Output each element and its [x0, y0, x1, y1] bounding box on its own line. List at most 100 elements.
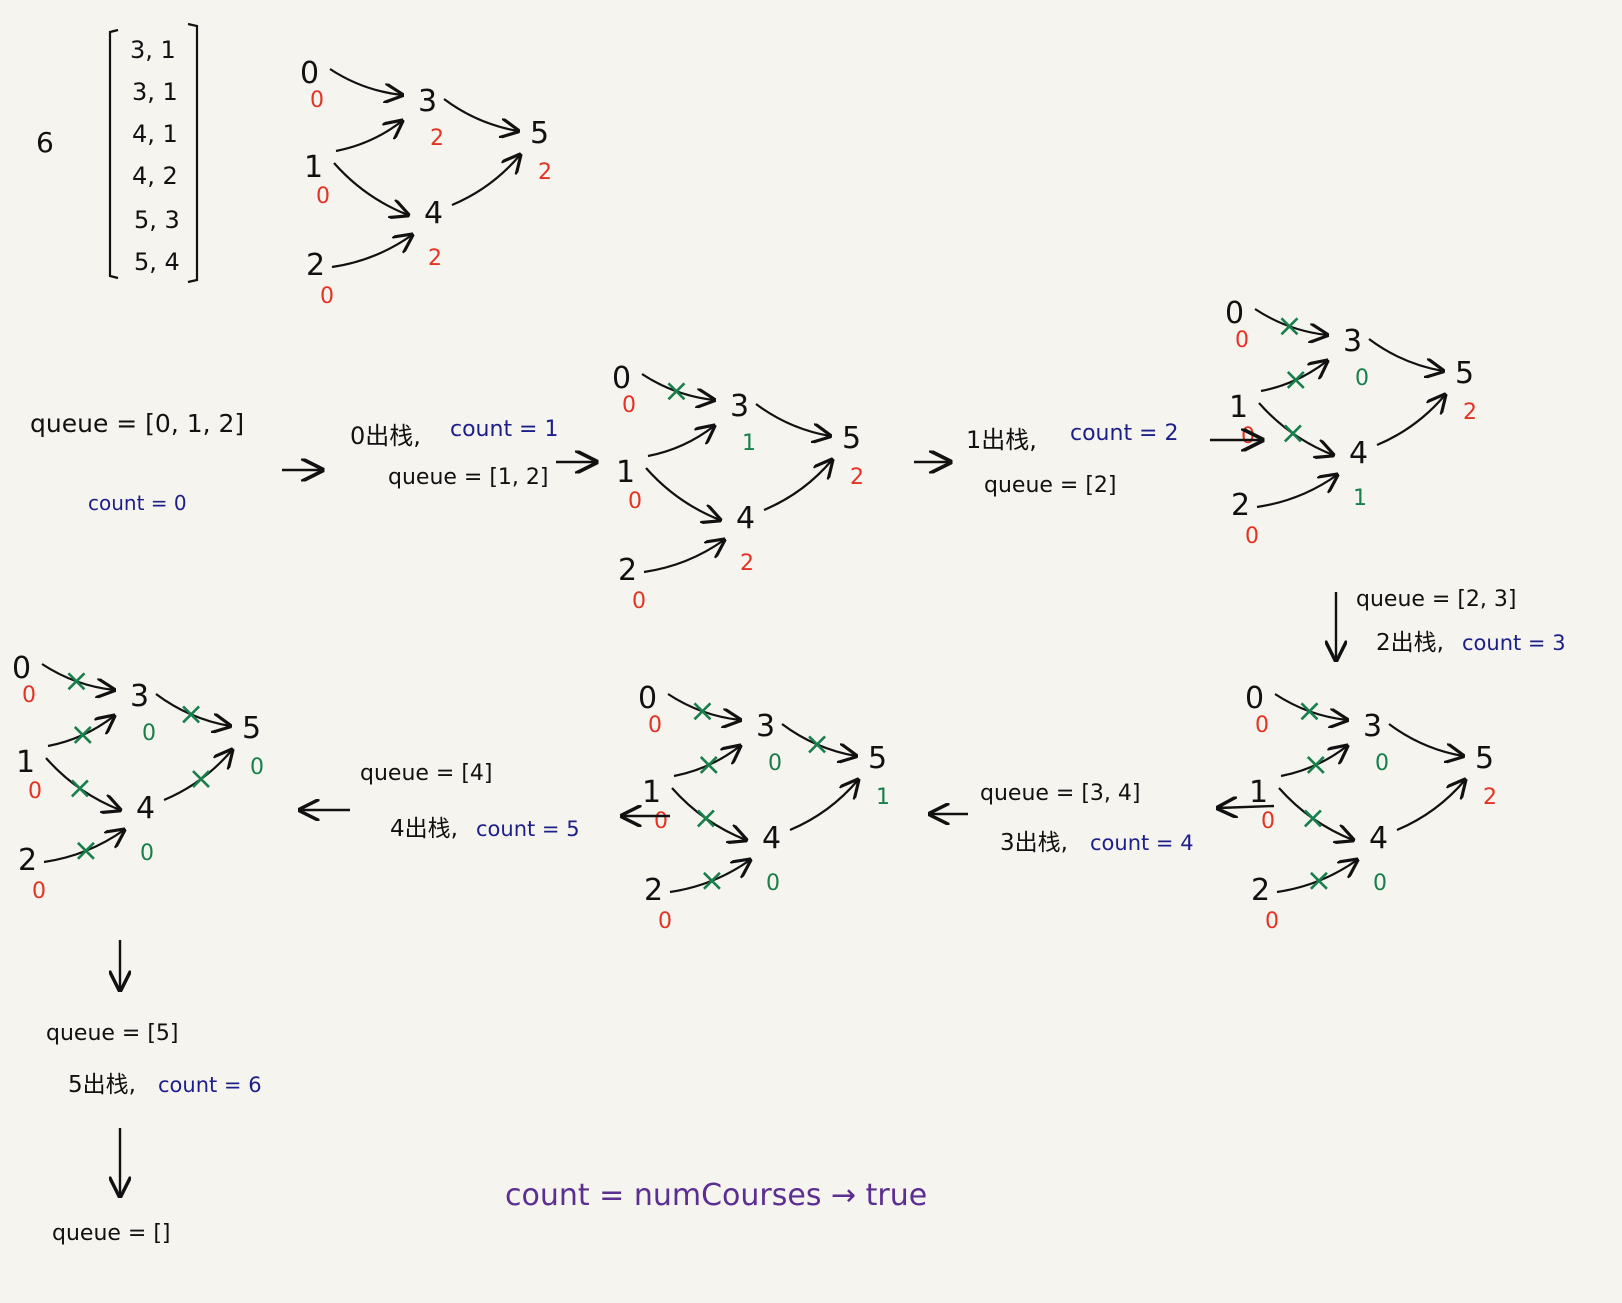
step-4: queue = [3, 4] 3出栈, count = 4 [980, 781, 1194, 856]
node-2: 2 [1251, 873, 1270, 908]
edge-1-to-4 [645, 467, 720, 520]
edge-3-to-5 [443, 98, 518, 131]
edge-0-to-3 [641, 373, 714, 400]
count-text: count = 3 [1462, 631, 1566, 655]
indegree-2: 0 [1265, 909, 1279, 934]
indegree-2: 0 [320, 284, 334, 309]
removed-edge-mark [699, 756, 718, 774]
node-0: 0 [1245, 681, 1264, 716]
node-4: 4 [136, 791, 155, 826]
indegree-5: 1 [876, 785, 890, 810]
indegree-3: 0 [1355, 366, 1369, 391]
node-3: 3 [1363, 709, 1382, 744]
matrix-row: 5, 4 [134, 248, 180, 276]
prerequisites-matrix: 3, 1 3, 1 4, 1 4, 2 5, 3 5, 4 [108, 22, 199, 284]
pop-text: 5出栈, [68, 1072, 136, 1098]
node-1: 1 [616, 455, 635, 490]
matrix-row: 4, 2 [132, 162, 178, 190]
queue-text: queue = [2, 3] [1356, 587, 1517, 612]
edge-1-to-3 [335, 121, 402, 153]
removed-edge-mark [693, 702, 712, 721]
pop-text: 3出栈, [1000, 830, 1068, 856]
edge-0-to-3 [667, 693, 740, 720]
pop-text: 0出栈, [350, 422, 421, 450]
node-1: 1 [1249, 775, 1268, 810]
indegree-5: 2 [850, 465, 864, 490]
indegree-3: 0 [768, 751, 782, 776]
queue-text: queue = [2] [984, 473, 1117, 498]
node-2: 2 [1231, 488, 1250, 523]
node-0: 0 [612, 361, 631, 396]
matrix-row: 4, 1 [132, 120, 178, 148]
node-4: 4 [762, 821, 781, 856]
indegree-0: 0 [648, 713, 662, 738]
removed-edge-mark [192, 770, 210, 788]
indegree-3: 2 [430, 126, 444, 151]
indegree-2: 0 [32, 879, 46, 904]
queue-text: queue = [1, 2] [388, 465, 549, 490]
node-4: 4 [1369, 821, 1388, 856]
queue-text: queue = [3, 4] [980, 781, 1141, 806]
indegree-4: 0 [1373, 871, 1387, 896]
edge-3-to-5 [1388, 723, 1463, 756]
removed-edge-mark [667, 382, 686, 401]
indegree-1: 0 [1261, 809, 1275, 834]
node-1: 1 [304, 150, 323, 185]
indegree-3: 0 [1375, 751, 1389, 776]
step-2: 1出栈, count = 2 queue = [2] [966, 421, 1179, 498]
edge-0-to-3 [329, 68, 402, 95]
node-3: 3 [418, 84, 437, 119]
indegree-1: 0 [1241, 424, 1255, 449]
count-text: count = 2 [1070, 421, 1179, 446]
node-5: 5 [842, 421, 861, 456]
node-0: 0 [638, 681, 657, 716]
indegree-3: 1 [742, 431, 756, 456]
removed-edge-mark [73, 726, 92, 744]
removed-edge-mark [1300, 702, 1319, 721]
edge-4-to-5 [763, 460, 832, 512]
indegree-2: 0 [632, 589, 646, 614]
removed-edge-mark [703, 871, 721, 890]
node-4: 4 [424, 196, 443, 231]
node-3: 3 [1343, 324, 1362, 359]
indegree-0: 0 [1255, 713, 1269, 738]
edge-0-to-3 [1274, 693, 1347, 720]
indegree-5: 0 [250, 755, 264, 780]
indegree-0: 0 [1235, 328, 1249, 353]
edge-2-to-4 [1276, 860, 1357, 894]
indegree-1: 0 [654, 809, 668, 834]
count-text: count = 6 [158, 1073, 262, 1097]
node-0: 0 [12, 651, 31, 686]
matrix-row: 3, 1 [132, 78, 178, 106]
pop-text: 2出栈, [1376, 630, 1444, 656]
indegree-4: 1 [1353, 486, 1367, 511]
indegree-4: 2 [428, 246, 442, 271]
indegree-4: 0 [766, 871, 780, 896]
removed-edge-mark [1280, 317, 1299, 336]
edge-1-to-3 [673, 746, 740, 778]
node-4: 4 [736, 501, 755, 536]
node-5: 5 [1475, 741, 1494, 776]
node-3: 3 [130, 679, 149, 714]
removed-edge-mark [1286, 371, 1305, 389]
indegree-0: 0 [310, 88, 324, 113]
final-queue-text: queue = [] [52, 1221, 171, 1246]
removed-edge-mark [696, 809, 715, 828]
node-4: 4 [1349, 436, 1368, 471]
indegree-1: 0 [628, 489, 642, 514]
conclusion-text: count = numCourses → true [505, 1178, 927, 1213]
indegree-2: 0 [1245, 524, 1259, 549]
pop-text: 4出栈, [390, 816, 458, 842]
step-3: queue = [2, 3] 2出栈, count = 3 [1356, 587, 1566, 656]
edge-2-to-4 [1256, 475, 1337, 509]
matrix-row: 5, 3 [134, 206, 180, 234]
node-3: 3 [730, 389, 749, 424]
node-2: 2 [306, 248, 325, 283]
removed-edge-mark [77, 841, 95, 860]
step-6: queue = [5] 5出栈, count = 6 [46, 1021, 262, 1098]
edge-3-to-5 [781, 723, 856, 756]
edge-0-to-3 [1254, 308, 1327, 335]
